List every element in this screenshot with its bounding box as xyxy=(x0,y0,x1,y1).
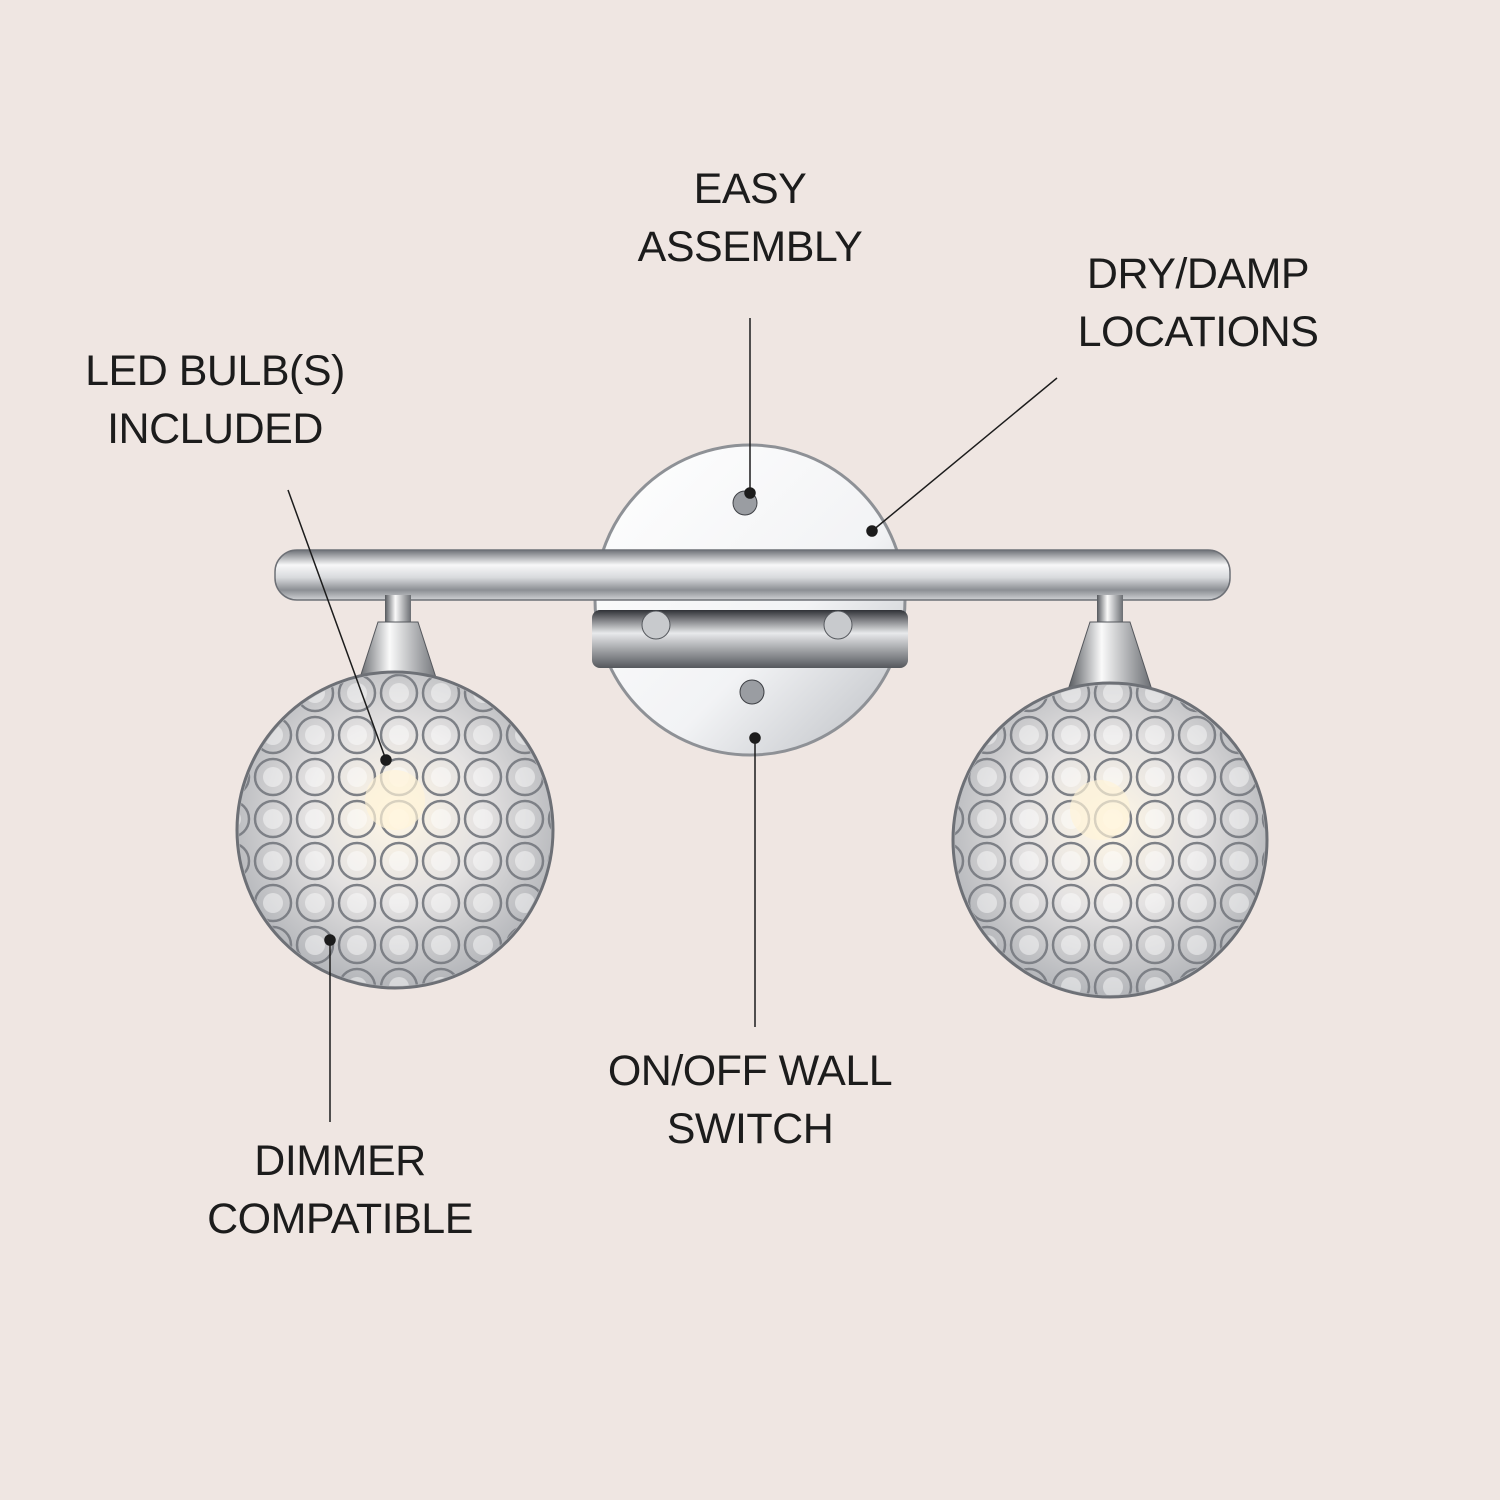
callout-switch: ON/OFF WALL SWITCH xyxy=(607,1042,893,1158)
callout-text: EASY xyxy=(693,165,807,213)
callout-text: ASSEMBLY xyxy=(637,223,863,271)
cross-bar xyxy=(274,549,1231,601)
callout-text: DRY/DAMP xyxy=(1086,250,1310,298)
right-globe-light xyxy=(951,595,1269,999)
callout-easy-assembly: EASY ASSEMBLY xyxy=(638,160,863,276)
callout-line-dry-damp xyxy=(866,377,1058,537)
callout-line-led xyxy=(287,489,392,766)
callout-text: ON/OFF WALL xyxy=(607,1047,893,1095)
callout-dimmer: DIMMER COMPATIBLE xyxy=(207,1132,473,1248)
callout-text: DIMMER xyxy=(254,1137,426,1185)
callout-dry-damp: DRY/DAMP LOCATIONS xyxy=(1078,245,1319,361)
callout-line-easy-assembly xyxy=(744,318,756,499)
callout-led-bulbs: LED BULB(S) INCLUDED xyxy=(85,342,345,458)
callout-line-dimmer xyxy=(324,934,336,1122)
left-globe-light xyxy=(235,595,555,990)
callout-text: LOCATIONS xyxy=(1077,308,1319,356)
callout-text: LED BULB(S) xyxy=(85,347,345,395)
callout-line-switch xyxy=(749,732,761,1027)
callout-text: COMPATIBLE xyxy=(207,1195,473,1243)
callout-text: INCLUDED xyxy=(107,405,323,453)
callout-text: SWITCH xyxy=(666,1105,834,1153)
